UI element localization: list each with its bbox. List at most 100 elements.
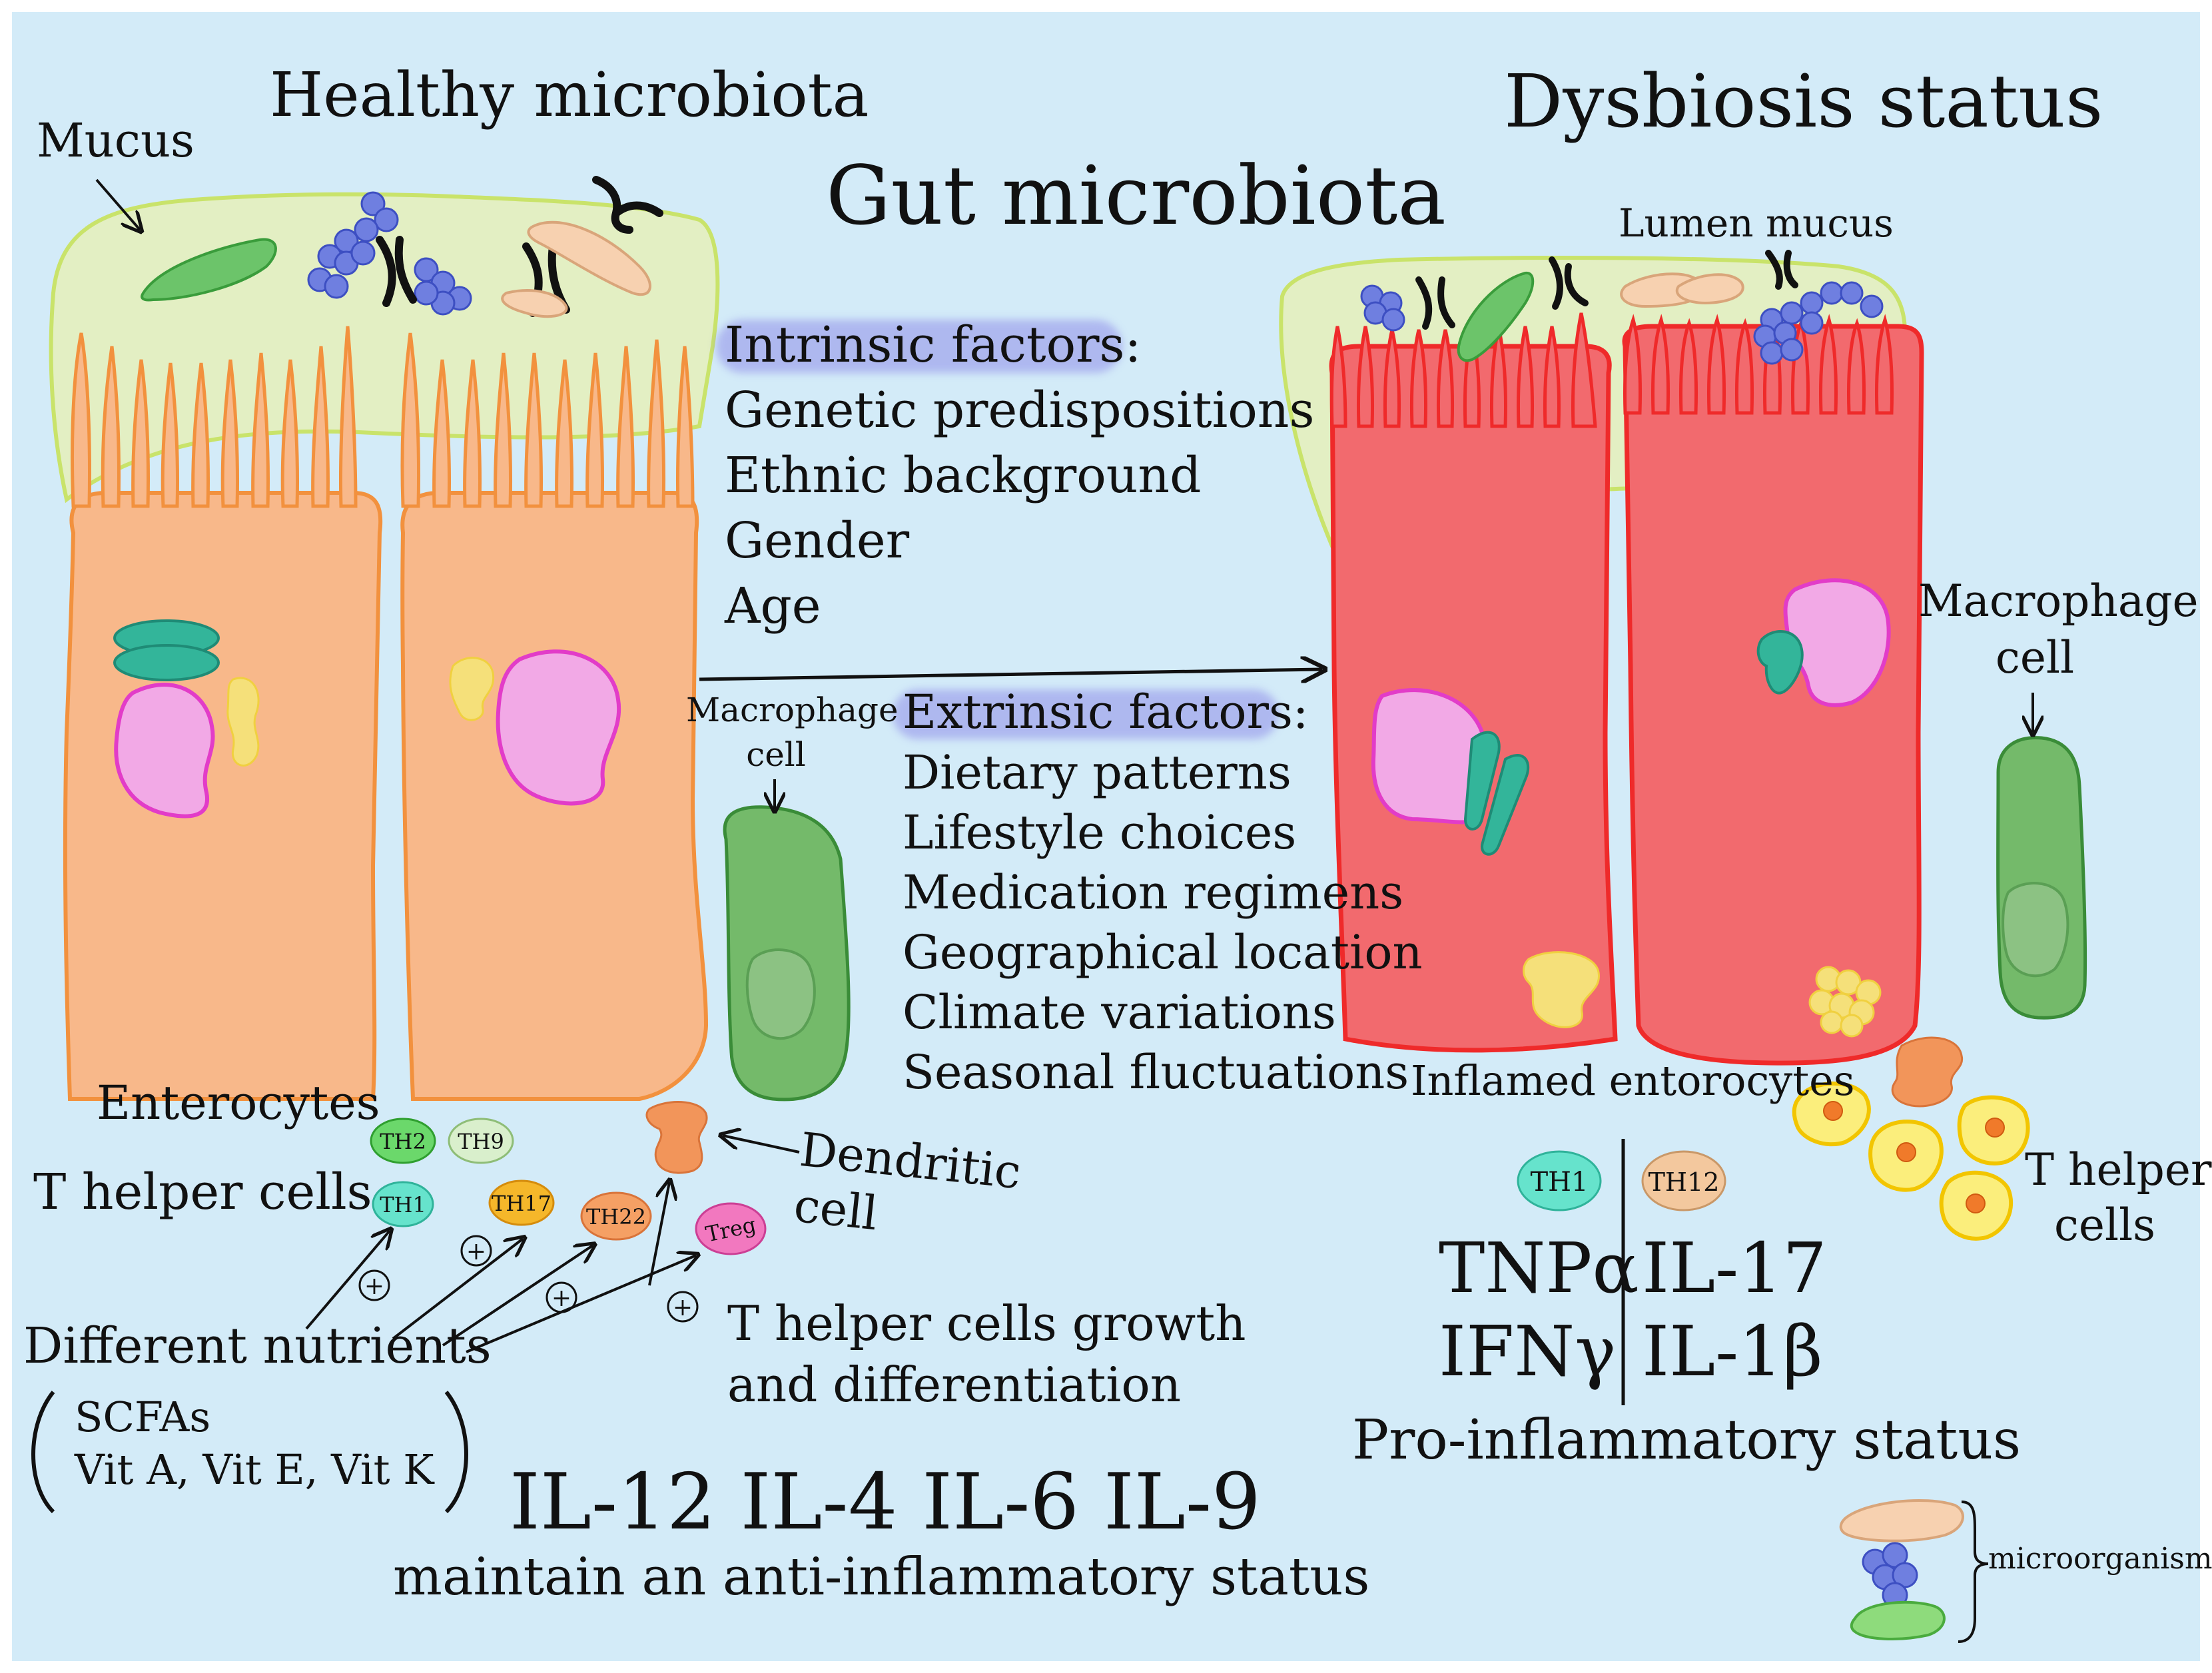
- t-cell-label: TH1: [1530, 1167, 1588, 1197]
- t-cell-label: TH2: [380, 1129, 426, 1154]
- macrophage-label: Macrophage cell: [1918, 575, 2199, 684]
- extrinsic-factor-item: Lifestyle choices: [903, 805, 1297, 860]
- t-cell-th2: [370, 1118, 436, 1164]
- macrophage-label-line: Macrophage: [1918, 575, 2199, 627]
- t-cell-th12: [1641, 1150, 1726, 1211]
- growth-line: T helper cells growth: [727, 1295, 1246, 1351]
- golgi-organelle: [1463, 731, 1501, 831]
- enterocytes-label: Enterocytes: [97, 1076, 380, 1130]
- intrinsic-factors-title: Intrinsic factors:: [725, 316, 1142, 374]
- nucleus: [1371, 688, 1488, 825]
- bacterium-tan: [1675, 273, 1744, 305]
- healthy-cytokines: IL-12 IL-4 IL-6 IL-9: [510, 1457, 1261, 1547]
- t-cell-label: TH12: [1649, 1168, 1720, 1197]
- dysbiosis-microvilli-right: [1623, 314, 1894, 415]
- nutrients-line: Vit A, Vit E, Vit K: [75, 1445, 434, 1495]
- anti-inflammatory-status: maintain an anti-inflammatory status: [393, 1547, 1370, 1607]
- inflamed-enterocytes-label: Inflamed entorocytes: [1411, 1056, 1855, 1105]
- legend-tan-icon: [1839, 1499, 1964, 1542]
- plus-label: +: [552, 1285, 571, 1312]
- t-cell-label: TH1: [380, 1192, 426, 1217]
- plus-label: +: [673, 1294, 693, 1321]
- extrinsic-highlight: [893, 689, 1279, 739]
- plus-label: +: [364, 1273, 384, 1300]
- healthy-t-cells: [370, 1118, 767, 1255]
- t-helper-cells-label: T helper cells: [33, 1164, 372, 1221]
- lumen-mucus-label: Lumen mucus: [1619, 200, 1894, 246]
- nucleus: [496, 649, 621, 806]
- plus-label: +: [466, 1238, 486, 1265]
- t-cell-th1: [1517, 1150, 1602, 1211]
- golgi-organelle: [1480, 754, 1530, 856]
- bacteria-cocci-cluster: [307, 191, 472, 316]
- intrinsic-factor-item: Ethnic background: [725, 447, 1202, 504]
- cytokine-ifng: IFNγ: [1439, 1311, 1617, 1392]
- macrophage-nucleus: [745, 948, 816, 1040]
- plus-icon: [358, 1269, 390, 1301]
- cytokine-il17: IL-17: [1642, 1227, 1827, 1309]
- plus-signs: [358, 1235, 699, 1323]
- bacterium-tan: [501, 289, 568, 318]
- bacterium-green: [141, 238, 277, 302]
- nucleus: [114, 683, 215, 819]
- golgi-organelle: [1756, 630, 1804, 695]
- extrinsic-factor-item: Medication regimens: [903, 865, 1404, 920]
- yellow-granule-cluster: [1808, 966, 1882, 1038]
- t-cell-th1: [372, 1181, 434, 1227]
- mucus-arrow: [95, 178, 140, 230]
- yellow-granule: [449, 657, 495, 721]
- extrinsic-factor-item: Dietary patterns: [903, 745, 1291, 800]
- bacterium-tan: [527, 220, 651, 296]
- t-helper-line: T helper: [2025, 1144, 2212, 1195]
- t-cell-nuclei: [1823, 1101, 2005, 1213]
- intrinsic-factor-item: Age: [725, 577, 821, 635]
- dysbiosis-enterocyte-left: [1329, 344, 1618, 1053]
- healthy-panel-title: Healthy microbiota: [270, 59, 869, 131]
- intrinsic-highlight: [716, 320, 1122, 373]
- nutrients-list: SCFAs Vit A, Vit E, Vit K: [75, 1395, 434, 1491]
- transition-arrow: [699, 669, 1322, 679]
- golgi-organelle: [113, 644, 220, 681]
- different-nutrients-label: Different nutrients: [23, 1317, 492, 1375]
- yellow-granule: [226, 677, 260, 767]
- parenthesis-right: [444, 1391, 468, 1514]
- bacteria-cocci-cluster: [1360, 281, 1884, 365]
- intrinsic-factor-item: Genetic predispositions: [725, 382, 1315, 439]
- cytokine-il1b: IL-1β: [1642, 1311, 1823, 1392]
- healthy-microvilli-right: [400, 332, 695, 508]
- plus-icon: [546, 1281, 577, 1313]
- extrinsic-factors-title: Extrinsic factors:: [903, 685, 1309, 739]
- plus-icon: [667, 1291, 699, 1323]
- yellow-granule: [1523, 951, 1600, 1028]
- macrophage-label-line: Macrophage: [686, 691, 899, 729]
- extrinsic-factor-item: Seasonal fluctuations: [903, 1045, 1409, 1100]
- t-cell-label: TH9: [458, 1129, 504, 1154]
- dendritic-cell: [645, 1101, 708, 1174]
- t-helper-growth-label: T helper cells growth and differentiatio…: [727, 1295, 1246, 1410]
- t-helper-cells-label: T helper cells: [2025, 1144, 2212, 1249]
- dendritic-arrow: [723, 1136, 800, 1154]
- plus-sign-labels: + + + +: [364, 1238, 693, 1321]
- macrophage-label: Macrophage cell: [686, 691, 899, 774]
- mucus-label: Mucus: [37, 113, 194, 168]
- t-cell-label: TH22: [586, 1204, 646, 1229]
- dendritic-cell: [1891, 1036, 1964, 1108]
- legend-brace: [1958, 1501, 1989, 1643]
- macrophage-label-line: cell: [1995, 632, 2075, 684]
- t-cell-th17: [488, 1179, 555, 1226]
- bacterium-green: [1457, 271, 1535, 362]
- t-cell-treg: [695, 1202, 767, 1255]
- plus-icon: [460, 1235, 492, 1267]
- dysbiosis-microvilli-left: [1329, 312, 1597, 428]
- cytokine-tnpa: TNPα: [1439, 1227, 1639, 1309]
- macrophage-label-line: cell: [746, 735, 806, 774]
- nutrient-arrows: [305, 1182, 696, 1353]
- intrinsic-factor-item: Gender: [725, 512, 910, 569]
- macrophage-nucleus: [2002, 882, 2069, 978]
- dendritic-cell-label: Dendritic cell: [791, 1122, 1023, 1253]
- t-cell-th9: [448, 1118, 514, 1164]
- legend-label: microorganisms: [1988, 1542, 2212, 1576]
- dysbiosis-enterocyte-right: [1622, 324, 1924, 1066]
